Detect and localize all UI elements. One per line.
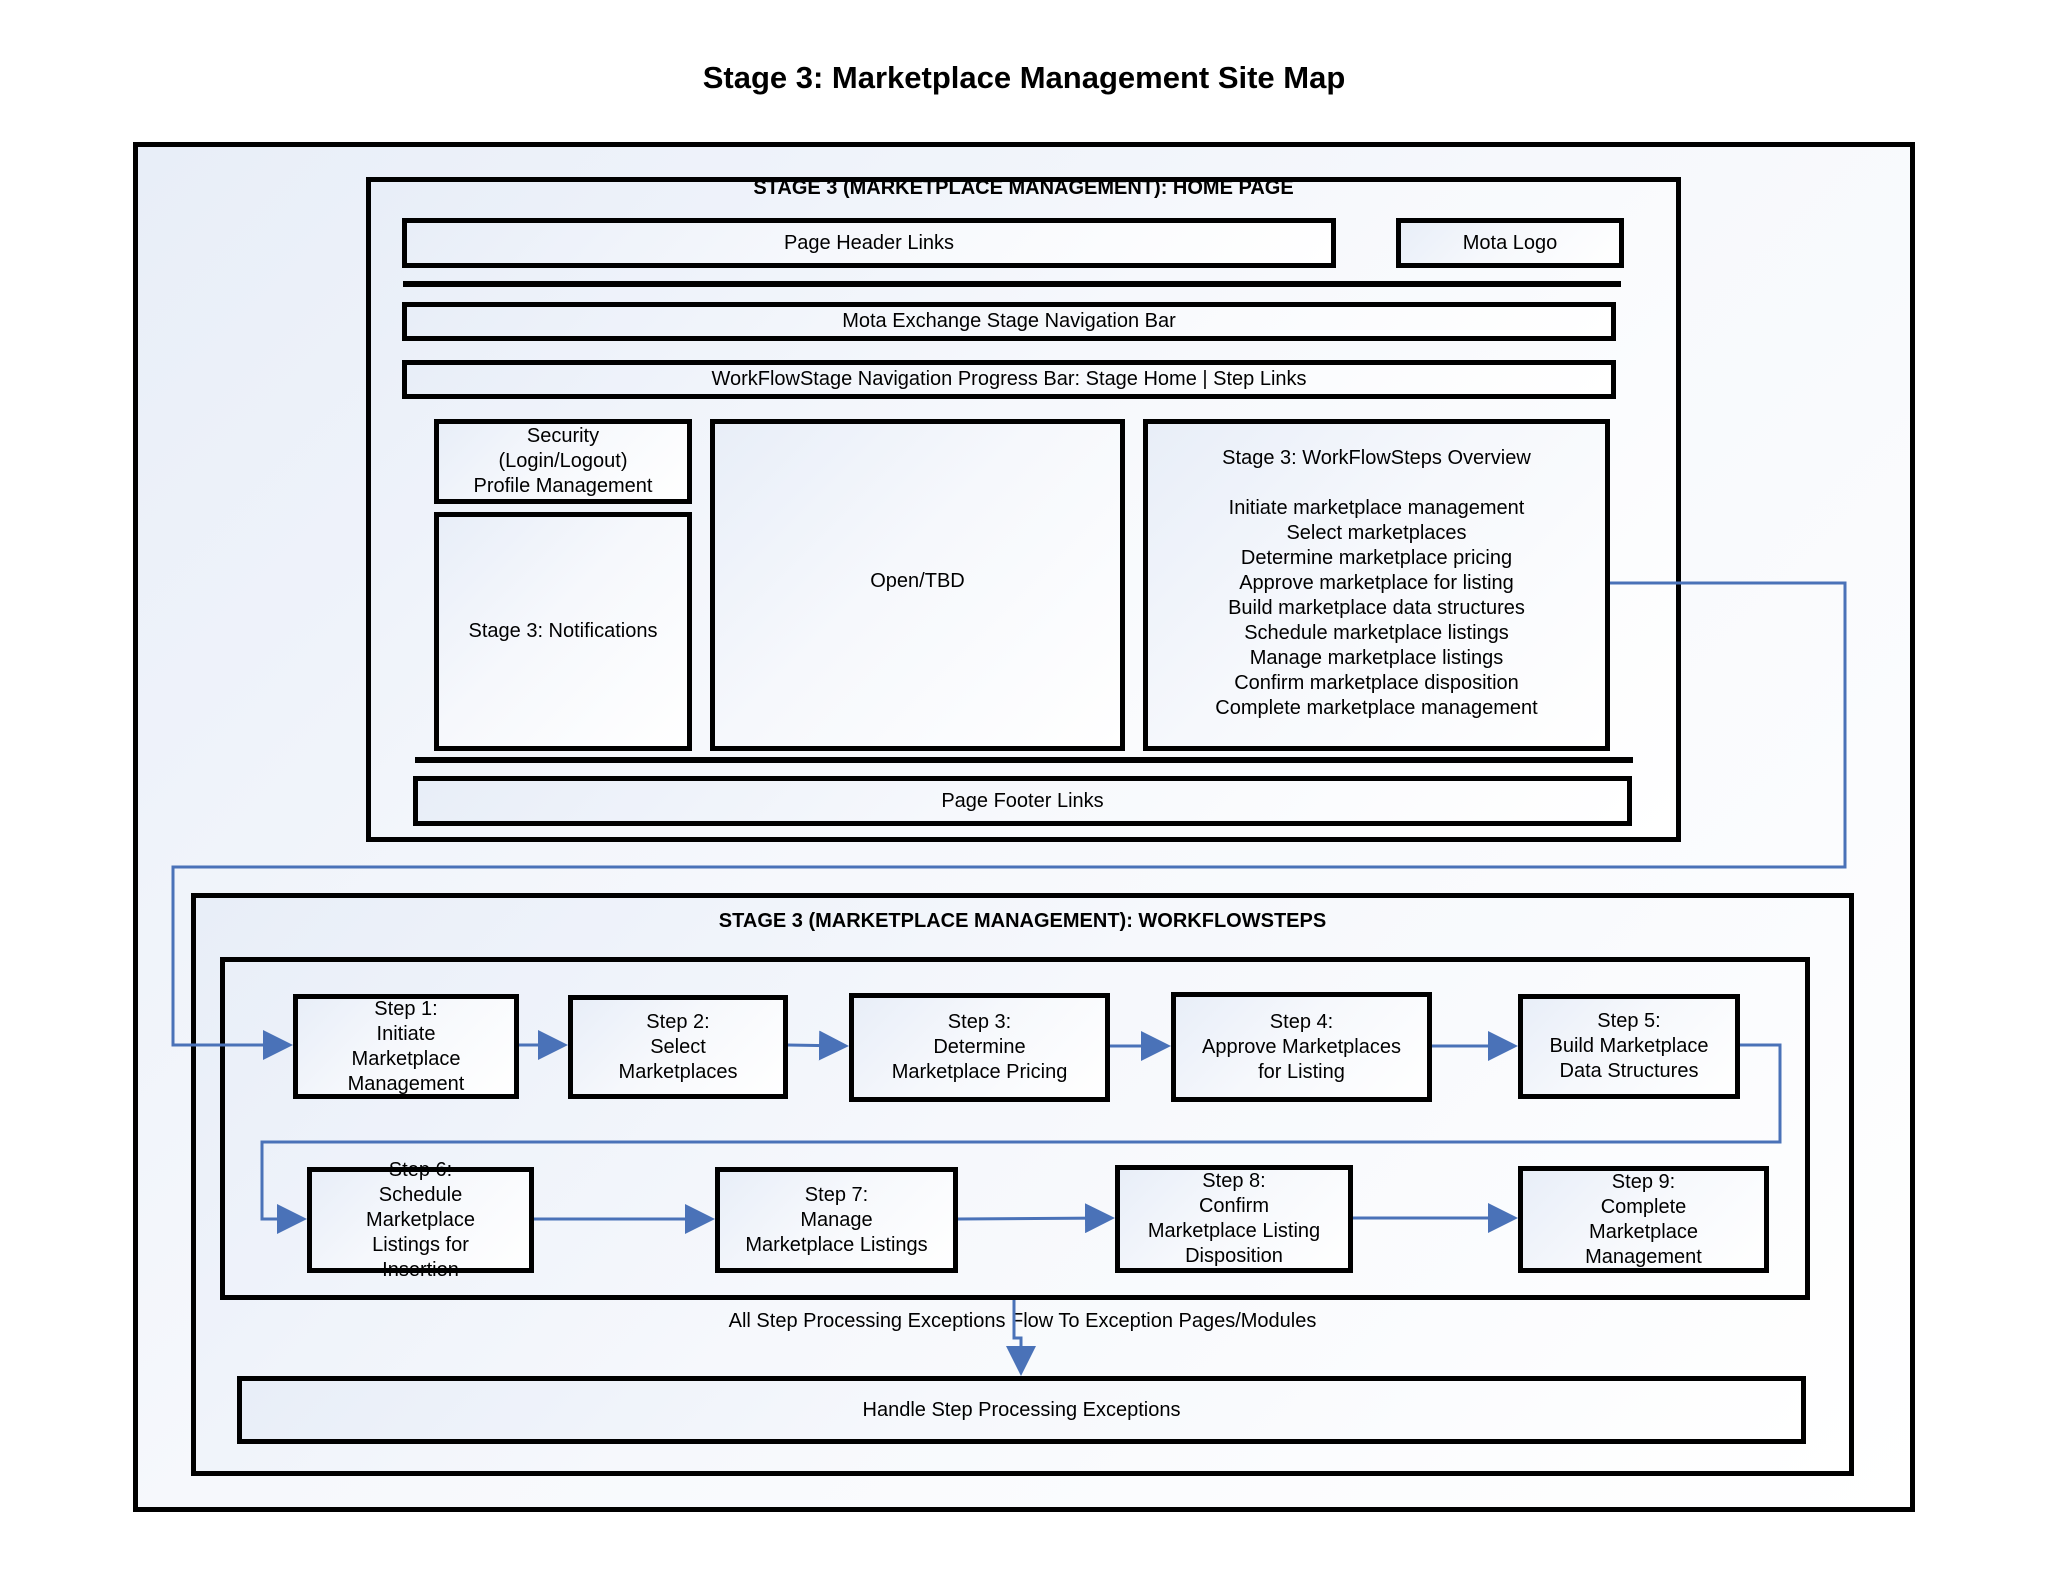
overview-item: Schedule marketplace listings: [1244, 622, 1509, 644]
footer-divider: [415, 757, 1633, 763]
header-divider: [403, 281, 1621, 287]
mota-logo: Mota Logo: [1396, 218, 1624, 268]
notifications-box: Stage 3: Notifications: [434, 512, 692, 751]
overview-heading: Stage 3: WorkFlowSteps Overview: [1222, 447, 1531, 469]
security-profile-box: Security (Login/Logout) Profile Manageme…: [434, 419, 692, 504]
home-page-heading: STAGE 3 (MARKETPLACE MANAGEMENT): HOME P…: [753, 177, 1294, 199]
workflow-overview-box: Stage 3: WorkFlowSteps Overview Initiate…: [1143, 419, 1610, 751]
step2-to-step3-arrow: [787, 1030, 849, 1061]
step5-to-step6-connector: [260, 1043, 1782, 1234]
overview-item: Complete marketplace management: [1215, 697, 1538, 719]
step-4-box: Step 4: Approve Marketplaces for Listing: [1171, 992, 1432, 1102]
step-1-box: Step 1: Initiate Marketplace Management: [293, 994, 519, 1099]
diagram-title: Stage 3: Marketplace Management Site Map: [702, 60, 1346, 95]
overview-item: Confirm marketplace disposition: [1234, 672, 1519, 694]
stage-navigation-bar: Mota Exchange Stage Navigation Bar: [402, 302, 1616, 341]
workflow-progress-bar: WorkFlowStage Navigation Progress Bar: S…: [402, 360, 1616, 399]
exceptions-connector: [1006, 1300, 1036, 1376]
step-5-box: Step 5: Build Marketplace Data Structure…: [1518, 994, 1740, 1099]
step-9-box: Step 9: Complete Marketplace Management: [1518, 1166, 1769, 1273]
overview-item: Approve marketplace for listing: [1239, 572, 1514, 594]
workflow-steps-container: [220, 957, 1810, 1300]
overview-to-step1-connector: [171, 581, 1847, 1060]
overview-item: Manage marketplace listings: [1249, 647, 1504, 669]
exceptions-note: All Step Processing Exceptions Flow To E…: [728, 1310, 1317, 1332]
step-6-box: Step 6: Schedule Marketplace Listings fo…: [307, 1159, 534, 1281]
overview-item: Select marketplaces: [1286, 522, 1467, 544]
page-header-links: Page Header Links: [402, 218, 1336, 268]
overview-item: Build marketplace data structures: [1228, 597, 1525, 619]
handle-exceptions-box: Handle Step Processing Exceptions: [237, 1376, 1806, 1444]
workflow-heading: STAGE 3 (MARKETPLACE MANAGEMENT): WORKFL…: [718, 910, 1327, 932]
step7-to-step8-arrow: [957, 1203, 1115, 1234]
page-footer-links: Page Footer Links: [413, 776, 1632, 826]
step-2-box: Step 2: Select Marketplaces: [568, 995, 788, 1099]
overview-item: Determine marketplace pricing: [1240, 547, 1513, 569]
step-8-box: Step 8: Confirm Marketplace Listing Disp…: [1115, 1165, 1353, 1273]
open-tbd-box: Open/TBD: [710, 419, 1125, 751]
overview-item: Initiate marketplace management: [1228, 497, 1525, 519]
step-3-box: Step 3: Determine Marketplace Pricing: [849, 993, 1110, 1102]
step-7-box: Step 7: Manage Marketplace Listings: [715, 1167, 958, 1273]
